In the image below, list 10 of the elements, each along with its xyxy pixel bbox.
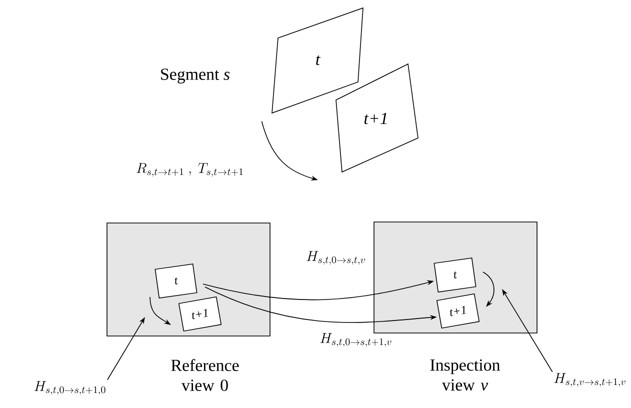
segment-label: Segment s: [161, 68, 230, 84]
plane-box: t: [154, 264, 198, 298]
plane-box: t: [434, 258, 476, 292]
view-caption: Reference view 0: [171, 359, 239, 392]
formula-label: $H_{s,t,0\to s,t+1,0}$: [34, 381, 106, 395]
view-caption: Inspection view v: [430, 359, 500, 391]
edge-label: $H_{s,t,0\to s,t,v}$: [306, 251, 365, 265]
edge-label: $H_{s,t,0\to s,t+1,v}$: [320, 333, 392, 347]
edge-label: $R_{s,t\to t+1}\ ,\ T_{s,t\to t+1}$: [136, 163, 243, 177]
formula-label: $H_{s,t,v\to s,t+1,v}$: [554, 373, 626, 387]
